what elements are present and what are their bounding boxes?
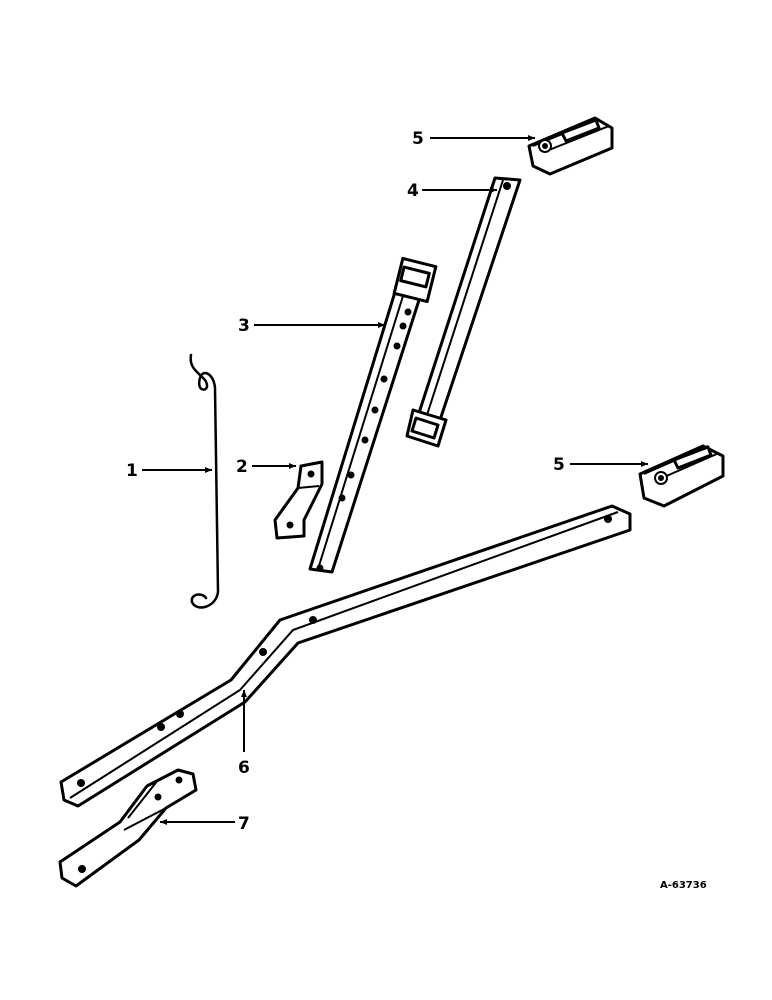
part-7-offset-link [58, 768, 198, 888]
part-4-socket-strap [405, 176, 522, 448]
callout-2: 2 [236, 457, 248, 477]
callout-3: 3 [238, 316, 250, 336]
callout-5-upper: 5 [412, 129, 424, 149]
part-1-wire-rod [189, 353, 220, 609]
callout-7: 7 [238, 814, 250, 834]
callout-labels: 1 2 3 4 5 5 6 7 [126, 129, 565, 834]
part-2-bracket [273, 460, 324, 540]
part-5-clevis-upper [527, 116, 614, 176]
figure-number: A-63736 [660, 880, 707, 891]
part-6-bent-drawbar [59, 504, 632, 808]
part-5-clevis-lower [638, 444, 725, 508]
part-3-perforated-strap [308, 256, 438, 574]
leader-lines [142, 135, 648, 825]
callout-6: 6 [238, 758, 250, 778]
callout-4: 4 [407, 181, 419, 201]
callout-5-lower: 5 [553, 455, 565, 475]
callout-1: 1 [126, 461, 138, 481]
